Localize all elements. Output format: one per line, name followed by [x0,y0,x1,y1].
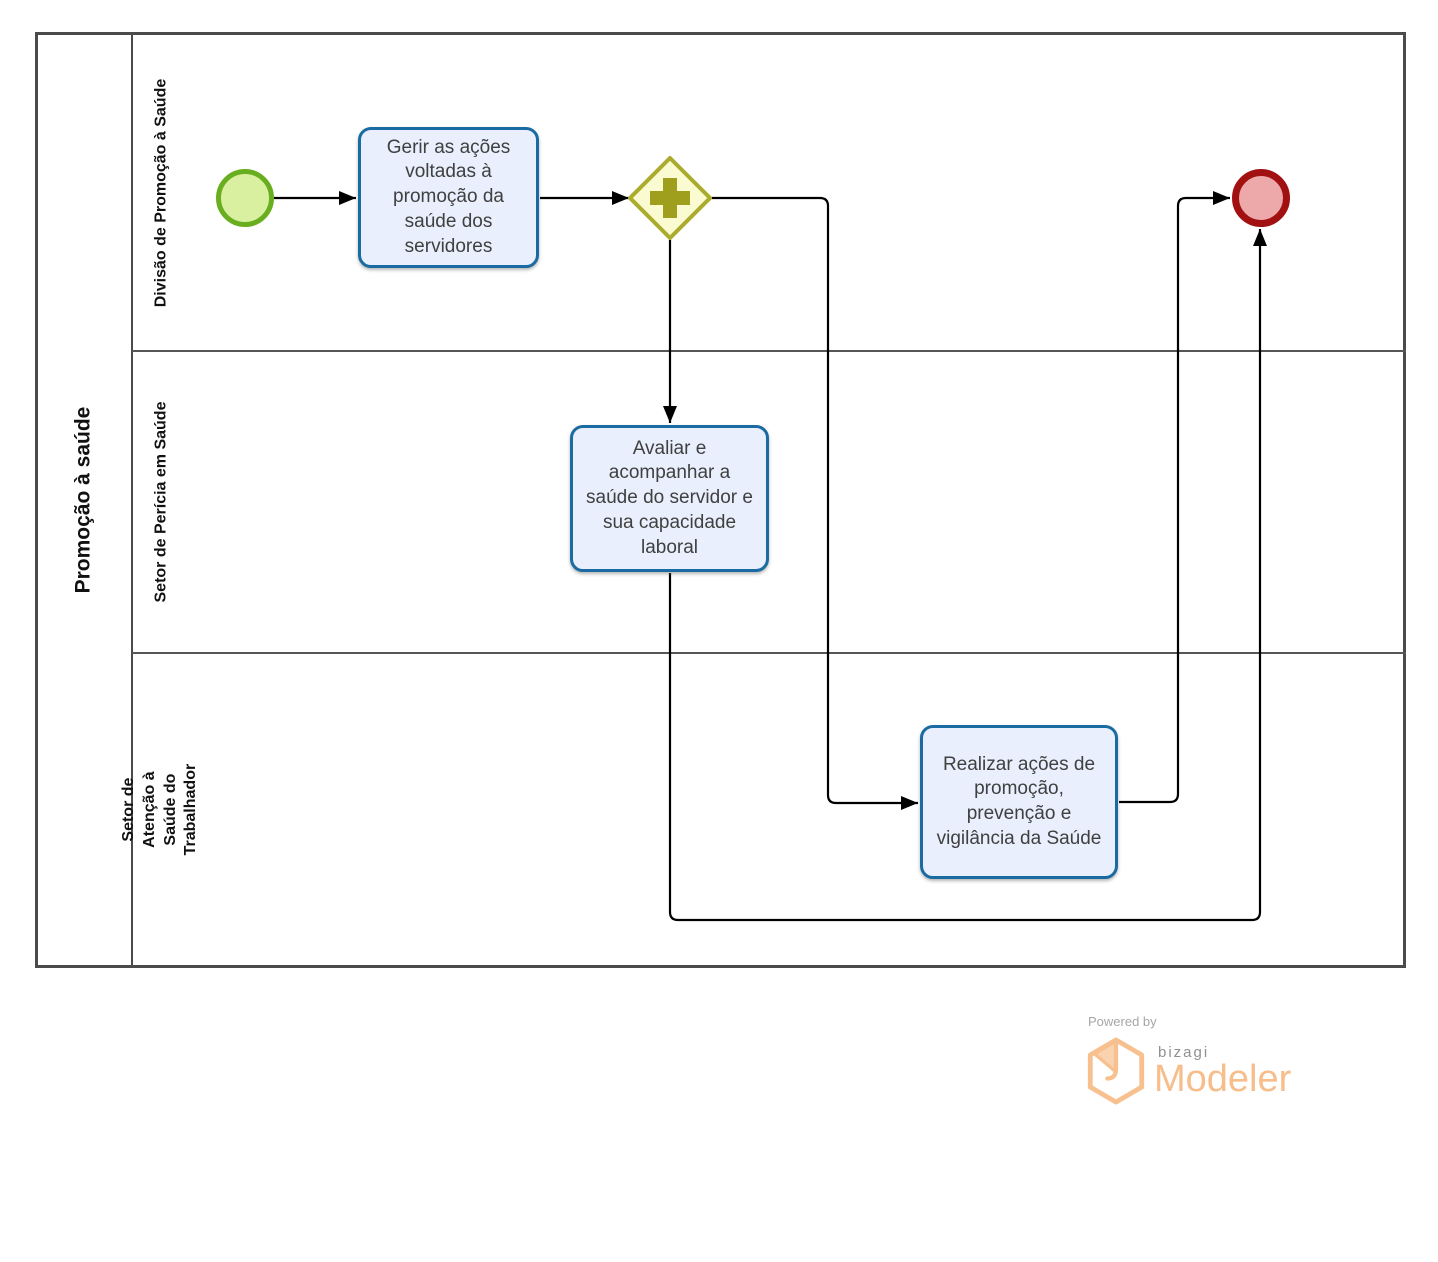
plus-icon [650,178,690,218]
parallel-gateway [628,156,712,240]
pool-border [35,32,1406,968]
powered-by-text: Powered by [1088,1014,1157,1029]
lane-header-atencao-saude-trabalhador: Setor de Atenção à Saúde do Trabalhador [120,654,199,966]
lane-divider-1 [132,350,1406,352]
end-event [1232,169,1290,227]
lane-label: Setor de Atenção à Saúde do Trabalhador [120,764,200,856]
pool-header: Promoção à saúde [35,32,131,968]
task-realizar: Realizar ações de promoção, prevenção e … [920,725,1118,879]
task-avaliar: Avaliar e acompanhar a saúde do servidor… [570,425,769,572]
bizagi-logo-icon [1087,1037,1145,1105]
start-event [216,169,274,227]
pool-header-divider [131,32,133,968]
task-label: Realizar ações de promoção, prevenção e … [936,753,1102,849]
lane-header-divisao-promocao: Divisão de Promoção à Saúde [133,35,189,350]
task-gerir: Gerir as ações voltadas à promoção da sa… [358,127,539,268]
lane-header-pericia-saude: Setor de Perícia em Saúde [133,352,189,652]
task-label: Avaliar e acompanhar a saúde do servidor… [586,437,753,558]
lane-divider-2 [132,652,1406,654]
lane-label: Divisão de Promoção à Saúde [152,78,169,307]
bizagi-brand-text: bizagi [1158,1044,1210,1061]
lane-label: Setor de Perícia em Saúde [152,401,170,603]
modeler-product-text: Modeler [1154,1058,1292,1100]
pool-title: Promoção à saúde [71,406,95,594]
task-label: Gerir as ações voltadas à promoção da sa… [386,136,511,257]
